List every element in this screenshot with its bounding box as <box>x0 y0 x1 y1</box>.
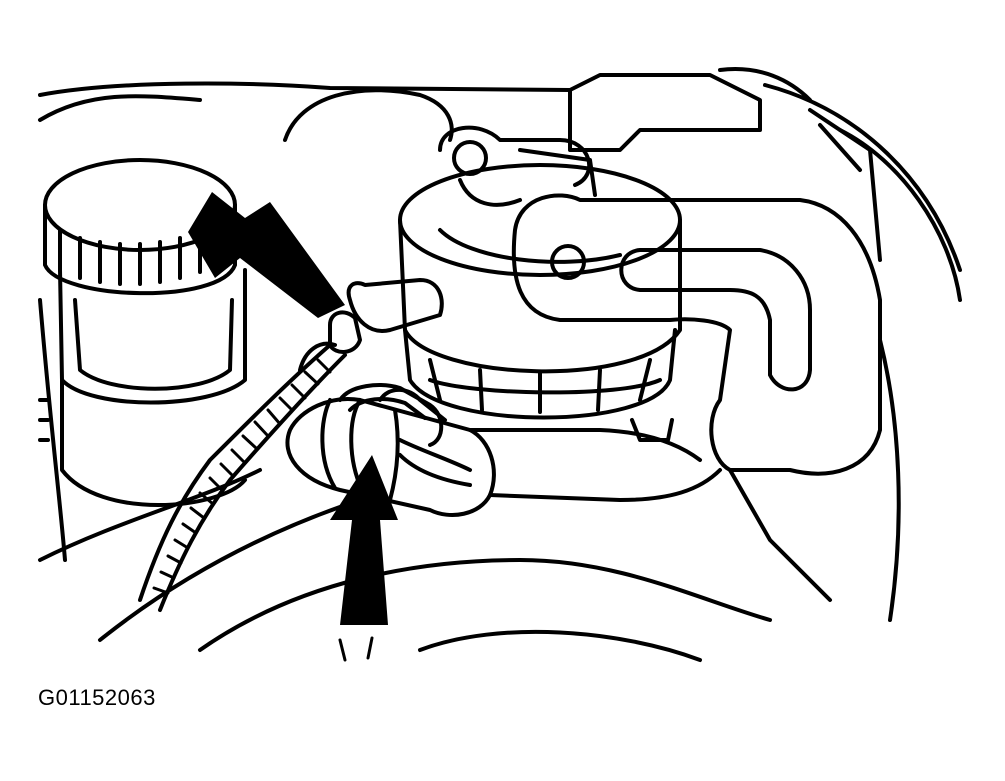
fluid-reservoir <box>43 158 247 507</box>
hose-clamp <box>338 383 472 487</box>
lower-detail-lines <box>338 636 374 662</box>
housing-tab <box>630 418 674 442</box>
spiral-wire <box>138 343 347 612</box>
upper-clip <box>438 125 597 207</box>
mounting-bracket <box>511 73 882 602</box>
figure-id-label: G01152063 <box>38 685 156 710</box>
arrow-upper-pointer <box>188 192 345 318</box>
arrow-lower-pointer <box>330 455 398 625</box>
filter-housing <box>398 163 682 420</box>
